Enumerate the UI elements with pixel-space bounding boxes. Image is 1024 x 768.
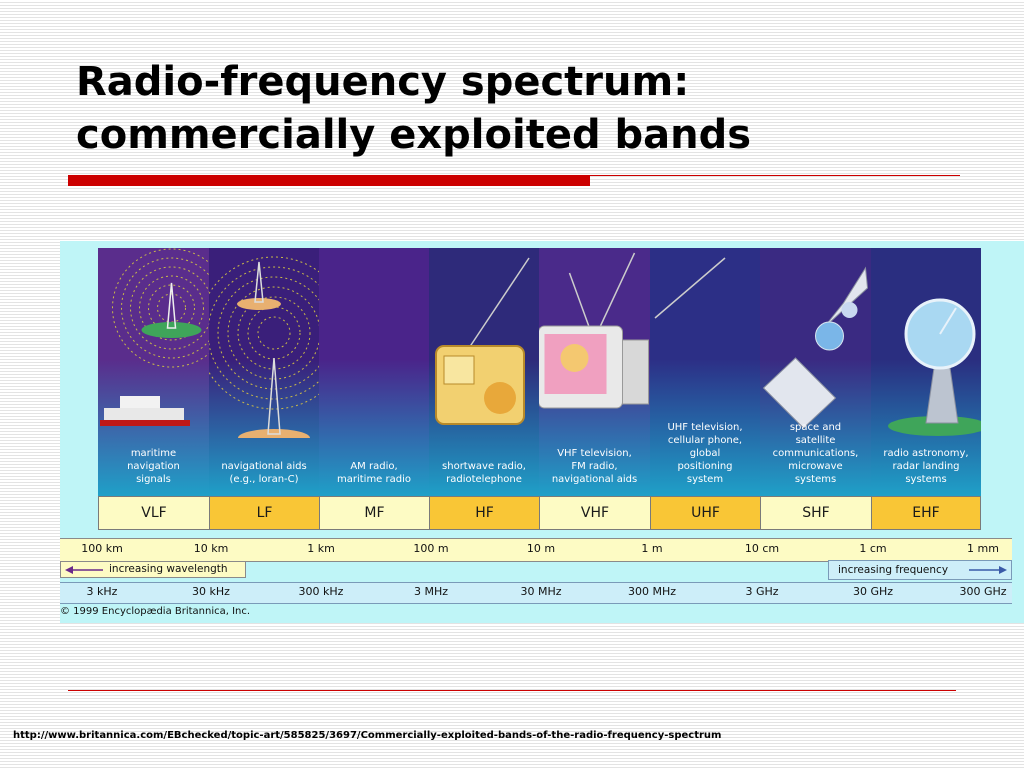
portable-radio-illustration xyxy=(435,257,530,425)
wavelength-scale xyxy=(60,538,1012,562)
title-underline-red xyxy=(68,175,590,186)
band-use-uhf: UHF television, cellular phone, global p… xyxy=(667,422,743,485)
right-arrow-icon xyxy=(969,566,1007,574)
wavelength-tick: 1 mm xyxy=(967,542,999,555)
copyright-notice: © 1999 Encyclopædia Britannica, Inc. xyxy=(60,606,251,617)
title-underline-thin xyxy=(590,175,960,176)
band-column-lf: navigational aids (e.g., loran-C) xyxy=(209,248,319,496)
frequency-tick: 30 GHz xyxy=(852,585,894,598)
increasing-frequency-arrow: increasing frequency xyxy=(828,560,1012,580)
wavelength-tick: 10 m xyxy=(526,542,556,555)
dish-antenna-illustration xyxy=(888,298,981,436)
band-label-vhf: VHF xyxy=(539,496,650,530)
band-label-uhf: UHF xyxy=(650,496,760,530)
wavelength-tick: 100 km xyxy=(81,542,123,555)
frequency-tick: 300 GHz xyxy=(959,585,1007,598)
wavelength-tick: 1 cm xyxy=(859,542,887,555)
increasing-wavelength-label: increasing wavelength xyxy=(109,563,228,575)
wavelength-tick: 10 cm xyxy=(744,542,780,555)
band-use-vlf: maritime navigation signals xyxy=(127,448,180,485)
band-use-lf: navigational aids (e.g., loran-C) xyxy=(221,461,307,485)
band-label-shf: SHF xyxy=(760,496,871,530)
wavelength-tick: 1 m xyxy=(641,542,663,555)
title-line-2: commercially exploited bands xyxy=(76,112,752,158)
increasing-frequency-label: increasing frequency xyxy=(838,564,949,576)
band-label-ehf: EHF xyxy=(871,496,981,530)
left-arrow-icon xyxy=(65,566,103,574)
increasing-wavelength-arrow: increasing wavelength xyxy=(60,561,246,578)
wavelength-tick: 10 km xyxy=(193,542,229,555)
band-use-vhf: VHF television, FM radio, navigational a… xyxy=(551,448,638,485)
frequency-tick: 3 GHz xyxy=(745,585,779,598)
antenna-illustration xyxy=(654,257,726,319)
band-use-shf: space and satellite communications, micr… xyxy=(772,422,859,485)
title-line-1: Radio-frequency spectrum: xyxy=(76,59,690,105)
wavelength-tick: 1 km xyxy=(307,542,335,555)
frequency-tick: 3 kHz xyxy=(86,585,118,598)
frequency-tick: 300 MHz xyxy=(627,585,677,598)
band-column-hf: shortwave radio, radiotelephone xyxy=(429,248,539,496)
ship-and-antenna-illustration xyxy=(100,248,209,426)
band-column-ehf: radio astronomy, radar landing systems xyxy=(871,248,981,496)
frequency-tick: 30 MHz xyxy=(520,585,562,598)
band-column-vlf: maritime navigation signals xyxy=(98,248,209,496)
radio-towers-illustration xyxy=(209,256,319,438)
band-column-shf: space and satellite communications, micr… xyxy=(760,248,871,496)
frequency-scale xyxy=(60,582,1012,604)
band-label-vlf: VLF xyxy=(98,496,209,530)
wavelength-tick: 100 m xyxy=(413,542,449,555)
none-illustration xyxy=(319,248,429,438)
band-label-mf: MF xyxy=(319,496,429,530)
slide-title: Radio-frequency spectrum: commercially e… xyxy=(76,56,751,162)
frequency-tick: 3 MHz xyxy=(413,585,449,598)
frequency-tick: 30 kHz xyxy=(192,585,230,598)
source-url: http://www.britannica.com/EBchecked/topi… xyxy=(13,730,722,741)
band-column-uhf: UHF television, cellular phone, global p… xyxy=(650,248,760,496)
band-label-hf: HF xyxy=(429,496,539,530)
band-column-mf: AM radio, maritime radio xyxy=(319,248,429,496)
satellite-illustration xyxy=(762,266,869,429)
television-illustration xyxy=(539,252,649,409)
band-use-ehf: radio astronomy, radar landing systems xyxy=(883,448,969,485)
footer-rule xyxy=(68,690,956,691)
frequency-tick: 300 kHz xyxy=(298,585,344,598)
band-use-hf: shortwave radio, radiotelephone xyxy=(442,461,526,485)
band-label-lf: LF xyxy=(209,496,319,530)
band-column-vhf: VHF television, FM radio, navigational a… xyxy=(539,248,650,496)
band-use-mf: AM radio, maritime radio xyxy=(336,461,411,485)
